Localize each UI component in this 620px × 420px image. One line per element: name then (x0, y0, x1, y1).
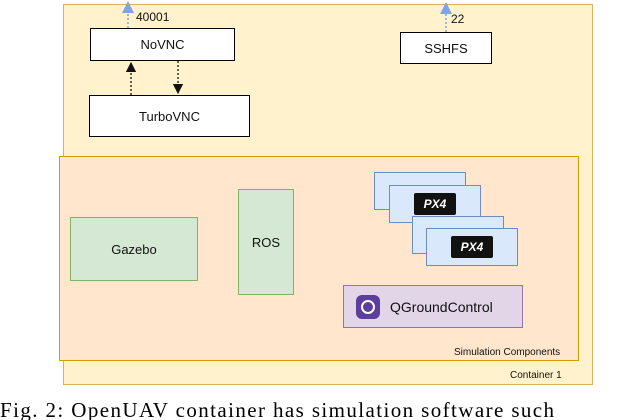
px4-logo-icon: PX4 (451, 236, 493, 258)
novnc-label: NoVNC (140, 37, 185, 52)
simulation-components-label: Simulation Components (454, 347, 561, 358)
ros-box: ROS (238, 189, 294, 295)
sshfs-label: SSHFS (424, 40, 468, 56)
sshfs-port: 22 (451, 12, 465, 26)
qgroundcontrol-logo-icon (356, 294, 380, 319)
px4-card-4: PX4 (426, 228, 518, 266)
ros-label: ROS (251, 234, 281, 250)
turbovnc-box: TurboVNC (89, 95, 250, 137)
px4-logo-icon: PX4 (414, 193, 456, 215)
px4-logo-text: PX4 (423, 197, 447, 211)
sshfs-box: SSHFS (400, 32, 492, 64)
novnc-port: 40001 (136, 10, 170, 24)
figure-caption: Fig. 2: OpenUAV container has simulation… (0, 398, 556, 420)
qgroundcontrol-box: QGroundControl (343, 285, 523, 328)
gazebo-box: Gazebo (70, 217, 198, 281)
qgroundcontrol-label: QGroundControl (390, 298, 493, 315)
turbovnc-label: TurboVNC (139, 108, 200, 124)
gazebo-label: Gazebo (111, 241, 157, 257)
qgroundcontrol-logo-ring (361, 299, 375, 314)
novnc-box: NoVNC (90, 28, 235, 61)
px4-logo-text: PX4 (460, 240, 484, 254)
container-label: Container 1 (510, 370, 562, 381)
